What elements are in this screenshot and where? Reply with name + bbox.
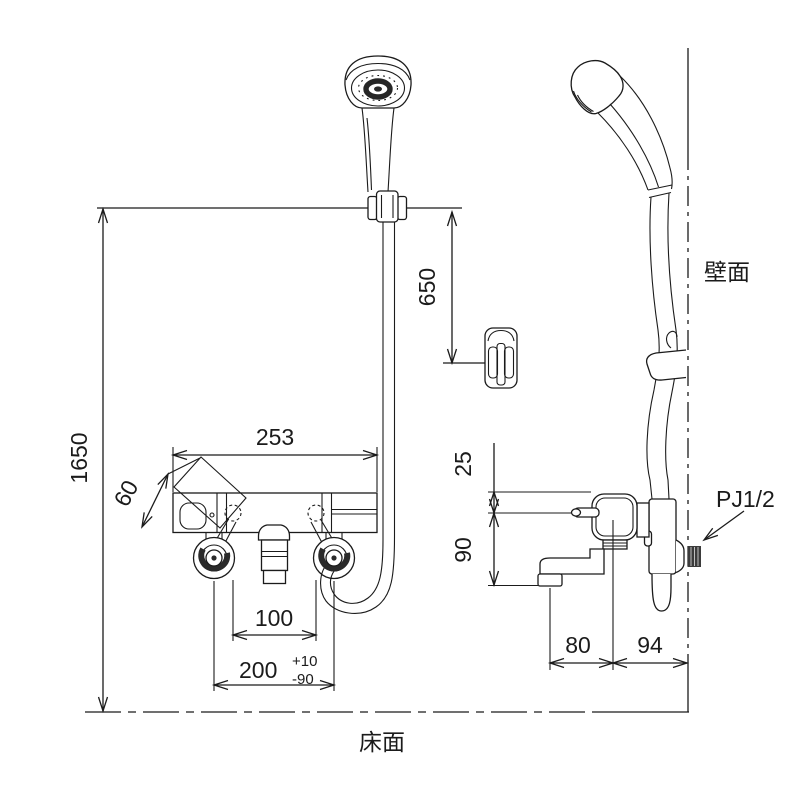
dim-spout-height-label: 90	[450, 537, 476, 563]
dim-center-spacing: 100	[230, 580, 319, 641]
dim-body-offset-and-spout-height: 25 90	[450, 443, 591, 588]
hose-loop-inner	[329, 539, 384, 604]
faucet-side	[537, 493, 701, 612]
shower-holder-side	[645, 330, 687, 381]
dim-hook-to-holder-label: 650	[414, 268, 440, 306]
dim-wall-to-center-label: 94	[637, 632, 663, 658]
dim-handle-swing-label: 60	[108, 476, 143, 511]
wall-surface-label: 壁面	[704, 259, 750, 285]
dim-spout-reach-label: 80	[565, 632, 591, 658]
floor-surface-label: 床面	[359, 729, 405, 755]
shower-head-side	[570, 59, 673, 199]
dim-center-spacing-label: 100	[255, 605, 293, 631]
wall-escutcheon	[675, 539, 685, 574]
faucet-legs-front	[192, 535, 396, 614]
spout-front	[257, 524, 291, 585]
dim-faucet-width-label: 253	[256, 424, 294, 450]
shower-hose-side	[646, 192, 678, 500]
hose-loop-outer	[320, 535, 396, 614]
dim-mount-pitch: 200 +10 -90	[211, 581, 337, 691]
shower-head-front	[344, 55, 412, 193]
dim-hook-to-holder: 650	[414, 209, 485, 366]
pipe-connection-label: PJ1/2	[716, 486, 775, 512]
dim-faucet-width: 253	[170, 424, 380, 492]
shower-bracket-lower	[484, 327, 518, 389]
shower-hose-front	[382, 219, 396, 540]
dim-mount-pitch-tol-lower: -90	[292, 671, 314, 688]
dim-body-top-offset-label: 25	[450, 451, 476, 477]
shower-holder-front	[367, 190, 408, 223]
dim-reach-and-depth: 80 94	[547, 520, 690, 670]
dim-mount-pitch-tol-upper: +10	[292, 653, 317, 670]
dim-floor-to-hook-label: 1650	[66, 432, 92, 483]
pipe-connection-callout: PJ1/2	[702, 486, 775, 542]
dim-mount-pitch-label: 200	[239, 657, 277, 683]
dim-floor-to-hook: 1650	[66, 206, 109, 714]
